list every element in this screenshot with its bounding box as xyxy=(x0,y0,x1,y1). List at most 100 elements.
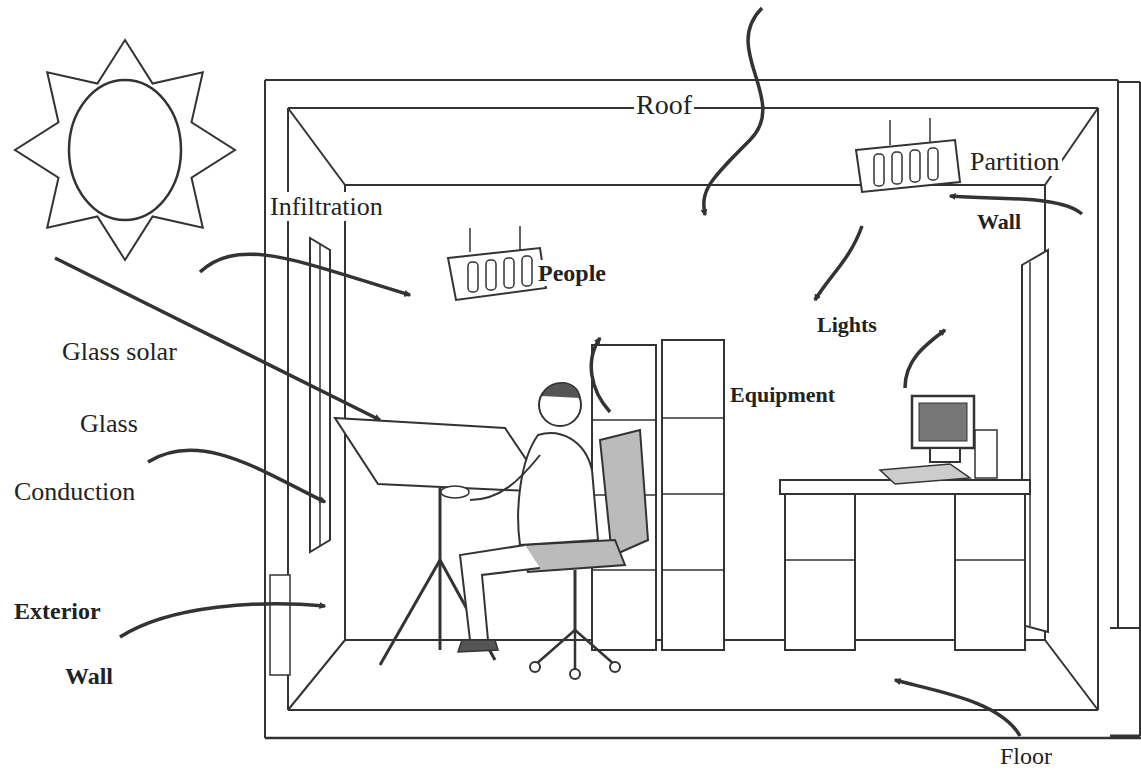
label-box: Infiltration xyxy=(268,193,385,222)
label-box: Conduction xyxy=(12,478,137,507)
desk-pedestal xyxy=(785,494,855,650)
chair-wheel xyxy=(570,669,580,679)
computer-case xyxy=(975,430,997,478)
solar-ray-arrow xyxy=(55,258,380,420)
person-arm xyxy=(470,455,540,500)
light-tube xyxy=(522,256,532,286)
wall-right-outer xyxy=(1117,80,1119,628)
table-stand xyxy=(439,488,442,560)
light-fixture xyxy=(448,248,546,300)
person-torso xyxy=(518,433,598,545)
drawer-line xyxy=(955,559,1025,561)
chair-wheel xyxy=(610,662,620,672)
chair-leg xyxy=(575,630,615,665)
label-box: Glass solar xyxy=(60,338,179,367)
chair-post xyxy=(574,570,577,630)
label-box: People xyxy=(536,260,608,286)
bracket-tick xyxy=(1118,81,1140,83)
drawer-line xyxy=(662,417,724,419)
monitor-base xyxy=(930,448,960,462)
heat-source-label: Floor xyxy=(998,743,1054,769)
heat-source-label: Exterior xyxy=(12,598,103,624)
label-box: Roof xyxy=(634,90,694,121)
light-tube xyxy=(486,260,496,290)
label-box: Wall xyxy=(63,663,115,689)
lights-heat-arrow xyxy=(815,226,862,300)
floor-outer-line xyxy=(265,737,1141,740)
drawer-line xyxy=(785,559,855,561)
desk-pedestal xyxy=(955,494,1025,650)
label-box: Exterior xyxy=(12,598,103,624)
filing-cabinet xyxy=(662,340,724,650)
sun-rays xyxy=(15,40,235,260)
roof-heat-arrow xyxy=(704,8,763,215)
heat-source-label: People xyxy=(536,260,608,286)
heat-source-label: Partition xyxy=(968,147,1062,176)
heat-source-label: Infiltration xyxy=(268,192,385,221)
label-box: Wall xyxy=(975,210,1023,234)
heat-source-label: Glass solar xyxy=(60,337,179,366)
chair-leg xyxy=(535,630,575,665)
light-tube xyxy=(504,258,514,288)
label-box: Lights xyxy=(815,313,879,337)
floor-inner-line xyxy=(288,709,1098,711)
bracket-tick xyxy=(1110,735,1140,738)
person-legs xyxy=(460,545,540,640)
light-tube xyxy=(892,152,902,184)
chair-wheel xyxy=(530,662,540,672)
dimension-bracket xyxy=(1139,82,1141,736)
exterior-wall-section xyxy=(270,575,290,675)
sun-disc xyxy=(69,80,181,220)
perspective-edge xyxy=(1045,640,1098,710)
equipment-heat-arrow xyxy=(905,330,945,388)
wall-outer-line xyxy=(264,80,266,738)
heat-source-label: Conduction xyxy=(12,477,137,506)
monitor-screen xyxy=(919,403,967,441)
fixture-hanger xyxy=(519,226,521,250)
light-tube xyxy=(874,154,884,186)
heat-source-label: Equipment xyxy=(728,382,837,407)
fixture-hanger xyxy=(929,118,931,142)
light-fixture xyxy=(856,140,960,192)
roof-outer-line xyxy=(265,79,1118,81)
filing-cabinet xyxy=(592,345,656,650)
light-tube xyxy=(910,150,920,182)
person-shoe xyxy=(458,640,498,652)
infiltration-arrow xyxy=(200,254,410,295)
perspective-edge xyxy=(288,640,345,710)
table-leg xyxy=(380,560,440,665)
keyboard xyxy=(880,464,970,484)
fixture-hanger xyxy=(889,120,891,145)
bracket-tick xyxy=(1110,627,1140,629)
drawer-line xyxy=(662,493,724,495)
table-leg xyxy=(439,560,442,650)
label-box: Floor xyxy=(998,743,1054,769)
person-hair xyxy=(542,383,580,398)
computer-monitor xyxy=(912,396,974,448)
floor-heat-arrow xyxy=(895,680,1020,736)
wall-right-line xyxy=(1097,108,1099,710)
door-edge xyxy=(1029,262,1031,626)
drawer-line xyxy=(662,569,724,571)
person-hand xyxy=(441,486,469,498)
heat-source-label: Lights xyxy=(815,312,879,337)
heat-source-label: Wall xyxy=(975,209,1023,234)
glass-conduction-arrow xyxy=(148,450,325,502)
chair-back xyxy=(600,430,648,556)
label-box: Glass xyxy=(78,410,140,439)
drawer-line xyxy=(592,419,656,421)
heat-source-label: Wall xyxy=(63,663,115,689)
heat-source-label: Roof xyxy=(634,89,694,120)
drawer-line xyxy=(592,569,656,571)
chair-leg xyxy=(574,630,577,670)
perspective-edge xyxy=(288,108,345,185)
exterior-wall-arrow xyxy=(120,604,325,637)
fixture-hanger xyxy=(469,228,471,252)
heat-source-label: Glass xyxy=(78,409,140,438)
people-heat-arrow xyxy=(591,338,610,412)
label-box: Partition xyxy=(968,148,1062,177)
label-box: Equipment xyxy=(728,383,837,407)
